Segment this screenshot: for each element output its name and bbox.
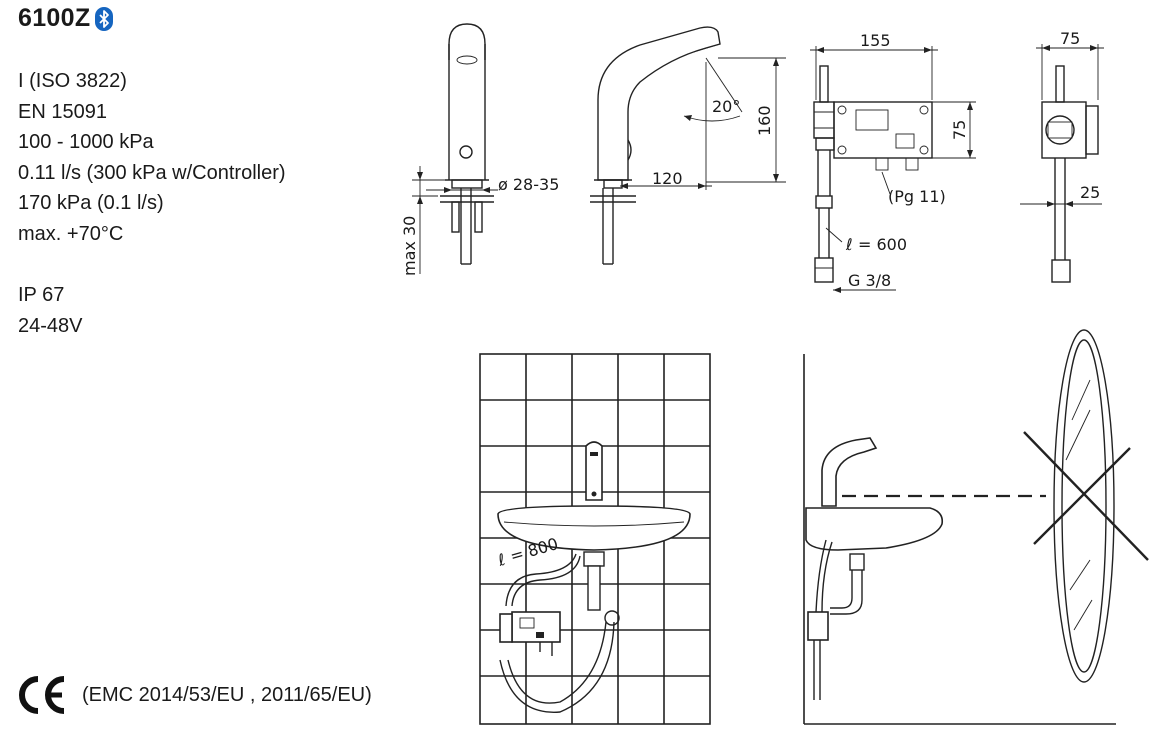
controller-side-view: 75 25 <box>1020 29 1104 283</box>
spec-temperature: max. +70°C <box>18 222 124 245</box>
spec-flow: 0.11 l/s (300 kPa w/Controller) <box>18 161 286 184</box>
spec-voltage: 24-48V <box>18 314 83 337</box>
spec-list-electrical: IP 67 24-48V <box>18 280 83 341</box>
installation-side-view <box>803 329 1149 725</box>
pg-label: (Pg 11) <box>888 187 946 206</box>
max-thickness-label: max 30 <box>400 216 419 276</box>
model-title: 6100Z <box>18 4 91 32</box>
ce-mark-icon <box>19 676 65 714</box>
install-hose-symbol: ℓ <box>495 550 508 570</box>
bluetooth-icon <box>95 6 114 31</box>
installation-front-view: ℓ = 800 <box>479 353 711 725</box>
side-depth-label: 25 <box>1080 183 1100 202</box>
tap-front-view: max 30 ø 28-35 <box>400 23 559 276</box>
spec-pressure: 100 - 1000 kPa <box>18 131 154 153</box>
ce-block: (EMC 2014/53/EU , 2011/65/EU) <box>18 676 372 714</box>
box-height-label: 75 <box>950 120 969 140</box>
ce-directive-text: (EMC 2014/53/EU , 2011/65/EU) <box>82 683 372 706</box>
spec-standard: EN 15091 <box>18 100 107 123</box>
height-label: 160 <box>755 105 774 136</box>
hose-length-symbol: ℓ <box>845 235 853 254</box>
tap-side-view: 20° 120 160 <box>590 26 786 265</box>
controller-front-view: 155 (Pg 11) ℓ = 600 G 3/8 <box>810 31 976 293</box>
header: 6100Z <box>18 4 114 33</box>
thread-label: G 3/8 <box>848 271 891 290</box>
reach-label: 120 <box>652 169 683 188</box>
spec-acoustic: I (ISO 3822) <box>18 70 127 92</box>
spec-list: I (ISO 3822) EN 15091 100 - 1000 kPa 0.1… <box>18 66 286 249</box>
spec-flow-pressure: 170 kPa (0.1 l/s) <box>18 192 164 214</box>
spec-ip-rating: IP 67 <box>18 284 65 306</box>
hose-length-label: = 600 <box>858 235 907 254</box>
box-width-label: 155 <box>860 31 891 50</box>
diameter-label: ø 28-35 <box>498 175 559 194</box>
angle-label: 20° <box>712 97 740 116</box>
side-width-label: 75 <box>1060 29 1080 48</box>
